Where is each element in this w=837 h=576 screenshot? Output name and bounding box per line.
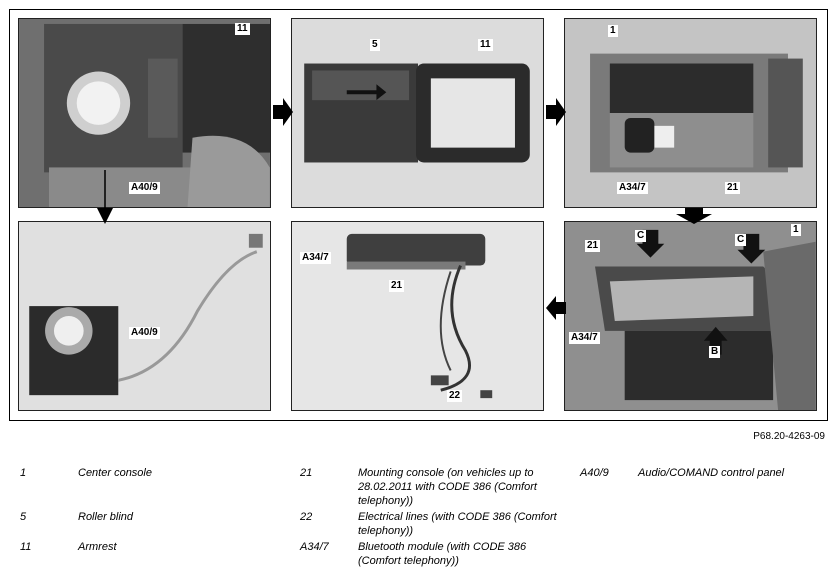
bluetooth-module-photo — [292, 222, 543, 410]
arrow-left-icon — [546, 296, 566, 320]
callout-a34-7: A34/7 — [617, 182, 648, 194]
callout-a34-7: A34/7 — [300, 252, 331, 264]
callout-21: 21 — [725, 182, 741, 194]
legend-num: 11 — [20, 541, 32, 553]
legend-desc: Electrical lines (with CODE 386 (Comfort… — [358, 511, 557, 537]
legend-desc: Armrest — [78, 541, 117, 553]
callout-5: 5 — [370, 39, 380, 51]
callout-b: B — [709, 346, 721, 358]
mounting-console-photo — [565, 222, 816, 410]
arrow-right-icon — [546, 98, 566, 126]
legend-desc: Center console — [78, 467, 152, 479]
legend-desc: Roller blind — [78, 511, 134, 523]
callout-1: 1 — [608, 25, 618, 37]
callout-1: 1 — [791, 224, 801, 236]
callout-a40-9: A40/9 — [129, 182, 160, 194]
callout-11: 11 — [235, 23, 250, 35]
legend-num: A34/7 — [300, 541, 329, 553]
callout-a40-9: A40/9 — [129, 327, 160, 339]
legend-num: 22 — [300, 511, 313, 523]
photo-panel-6: 21 C C 1 A34/7 B — [564, 221, 817, 411]
callout-c: C — [735, 234, 747, 246]
roller-blind-photo — [292, 19, 543, 207]
control-panel-photo — [19, 222, 270, 410]
callout-c: C — [635, 230, 647, 242]
callout-11: 11 — [478, 39, 493, 51]
photo-panel-2: 5 11 — [291, 18, 544, 208]
legend-num: 1 — [20, 467, 27, 479]
arrow-down-icon — [676, 208, 712, 224]
arrow-right-icon — [273, 98, 293, 126]
photo-panel-4: A40/9 — [18, 221, 271, 411]
photo-panel-5: A34/7 21 22 — [291, 221, 544, 411]
legend-num: A40/9 — [580, 467, 609, 479]
figure-reference-code: P68.20-4263-09 — [753, 431, 825, 442]
legend-num: 5 — [20, 511, 27, 523]
legend-num: 21 — [300, 467, 313, 479]
console-controller-photo — [19, 19, 270, 207]
callout-a34-7: A34/7 — [569, 332, 600, 344]
photo-panel-1: 11 A40/9 — [18, 18, 271, 208]
connector-line — [97, 170, 113, 224]
callout-21: 21 — [585, 240, 601, 252]
legend-desc: Audio/COMAND control panel — [638, 467, 785, 479]
callout-22: 22 — [447, 390, 463, 402]
legend-desc: Mounting console (on vehicles up to 28.0… — [358, 467, 537, 507]
photo-panel-3: 1 A34/7 21 — [564, 18, 817, 208]
legend-desc: Bluetooth module (with CODE 386 (Comfort… — [358, 541, 527, 567]
center-console-photo — [565, 19, 816, 207]
callout-21: 21 — [389, 280, 405, 292]
